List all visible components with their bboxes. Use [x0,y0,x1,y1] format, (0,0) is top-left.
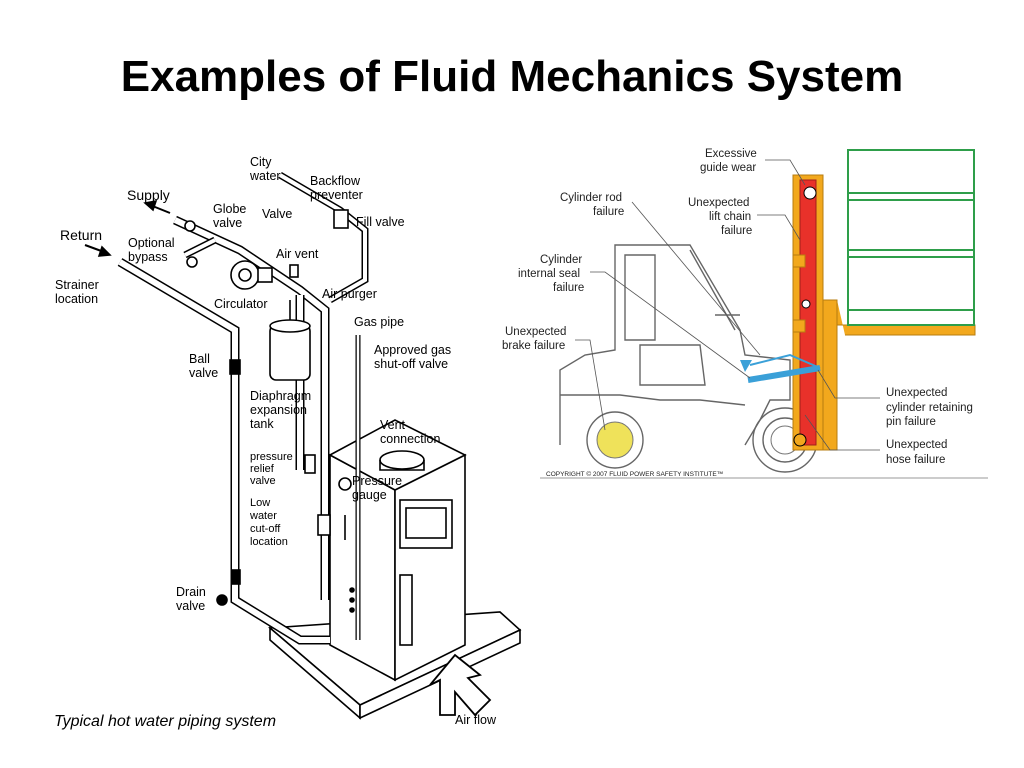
label-lift-chain-3: failure [721,225,752,237]
piping-labels: City water Supply Backflow preventer Glo… [54,155,497,730]
label-globe-valve-2: valve [213,216,242,230]
label-lift-chain-2: lift chain [709,211,751,223]
label-seal-2: internal seal [518,268,580,280]
label-vent-connection: Vent [380,418,406,432]
hot-water-piping-diagram [84,171,522,720]
label-brake: Unexpected [505,326,566,338]
forklift-diagram [540,149,988,479]
label-drain-valve-2: valve [176,599,205,613]
label-vent-connection-2: connection [380,432,441,446]
label-low-water-2: water [249,510,277,522]
label-low-water-4: location [250,536,288,548]
label-globe-valve: Globe [213,202,246,216]
copyright-note: COPYRIGHT © 2007 FLUID POWER SAFETY INST… [546,470,723,478]
label-optional-bypass: Optional [128,236,175,250]
label-optional-bypass-2: bypass [128,250,168,264]
label-backflow: Backflow [310,174,361,188]
label-retaining-pin-2: cylinder retaining [886,402,973,414]
label-pressure-relief-2: relief [250,463,275,475]
label-retaining-pin: Unexpected [886,387,947,399]
label-fill-valve: Fill valve [356,215,405,229]
label-cylinder-rod: Cylinder rod [560,192,622,204]
label-return: Return [60,227,102,243]
label-guide-wear-2: guide wear [700,162,756,174]
lift-cylinder [799,179,817,446]
label-diaphragm: Diaphragm [250,389,311,403]
label-hose: Unexpected [886,439,947,451]
label-backflow-2: preventer [310,188,363,202]
label-valve: Valve [262,207,292,221]
label-ball-valve: Ball [189,352,210,366]
label-hose-2: hose failure [886,454,945,466]
label-pressure-gauge-2: gauge [352,488,387,502]
label-air-purger: Air purger [322,287,377,301]
label-pressure-relief: pressure [250,451,293,463]
label-circulator: Circulator [214,297,268,311]
slide-title: Examples of Fluid Mechanics System [120,52,904,101]
label-air-vent: Air vent [276,247,319,261]
label-drain-valve: Drain [176,585,206,599]
label-seal: Cylinder [540,254,582,266]
label-guide-wear: Excessive [705,148,757,160]
label-approved-gas: Approved gas [374,343,451,357]
rear-wheel-hub [596,421,634,459]
label-ball-valve-2: valve [189,366,218,380]
label-strainer-2: location [55,292,98,306]
label-city-water-2: water [249,169,281,183]
label-retaining-pin-3: pin failure [886,416,936,428]
label-brake-2: brake failure [502,340,565,352]
forklift-labels: Excessive guide wear Cylinder rod failur… [502,148,973,478]
left-diagram-caption: Typical hot water piping system [54,713,276,730]
label-low-water-3: cut-off [250,523,281,535]
label-diaphragm-3: tank [250,417,274,431]
label-lift-chain: Unexpected [688,197,749,209]
label-pressure-relief-3: valve [250,475,276,487]
label-seal-3: failure [553,282,584,294]
label-low-water: Low [250,497,270,509]
label-gas-pipe: Gas pipe [354,315,404,329]
label-approved-gas-2: shut-off valve [374,357,448,371]
label-city-water: City [250,155,272,169]
label-diaphragm-2: expansion [250,403,307,417]
label-air-flow: Air flow [455,713,497,727]
label-pressure-gauge: Pressure [352,474,402,488]
load-crate [847,149,975,326]
label-supply: Supply [127,187,170,203]
label-cylinder-rod-2: failure [593,206,624,218]
label-strainer: Strainer [55,278,99,292]
